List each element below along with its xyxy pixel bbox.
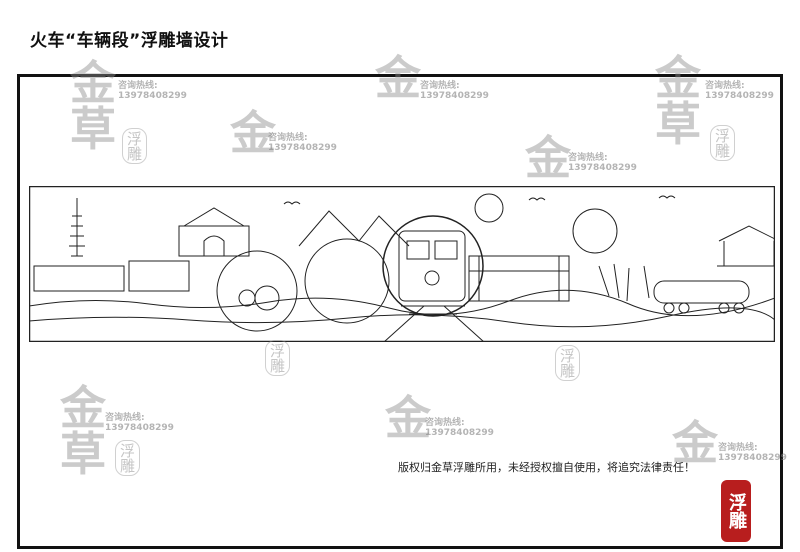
tank-car-icon [653,280,750,314]
pavilion-icon [717,225,775,267]
page-title: 火车“车辆段”浮雕墙设计 [30,31,229,51]
relief-mural-drawing [29,186,775,342]
worker-medallion-3 [572,208,618,254]
relief-line-art [29,186,775,342]
pagoda-icon [69,198,85,257]
locomotive-medallion [382,215,484,317]
drawing-frame [17,74,783,549]
worker-medallion-1 [216,250,298,332]
seal-stamp: 浮雕 [721,480,751,542]
worker-medallion-2 [304,238,390,324]
city-gate-icon [178,207,250,257]
copyright-notice: 版权归金草浮雕所用，未经授权擅自使用，将追究法律责任！ [398,461,695,474]
